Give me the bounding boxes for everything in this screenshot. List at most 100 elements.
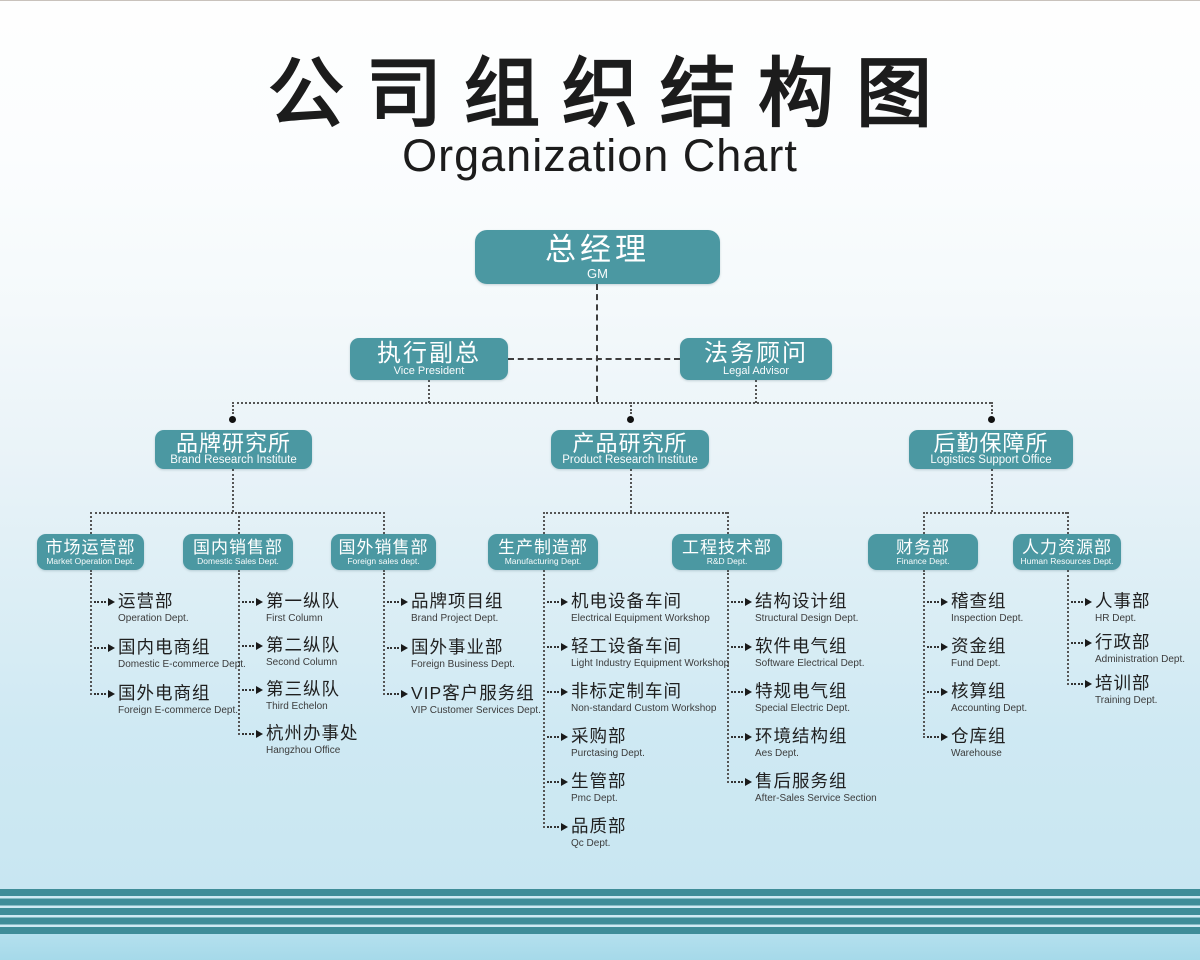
junction-dot-logistics (988, 416, 995, 423)
leaf-label-zh: 售后服务组 (755, 771, 848, 791)
node-brand-research-institute: 品牌研究所 Brand Research Institute (155, 430, 312, 469)
connector-gm-vertical (596, 284, 598, 402)
connector-vp-down (428, 380, 430, 403)
node-label-en: Finance Dept. (896, 555, 950, 566)
connector-logistics-down (991, 469, 993, 512)
leaf-label-en: Structural Design Dept. (755, 613, 859, 625)
stub-finance (923, 512, 925, 534)
leaf-label-zh: 国外事业部 (411, 637, 504, 657)
leaf-label-zh: 人事部 (1095, 591, 1151, 611)
connector-rail-logistics (923, 512, 1067, 514)
leaf-department-item: 环境结构组 Aes Dept. (731, 726, 877, 771)
leaf-department-item: 培训部 Training Dept. (1070, 673, 1185, 714)
leaf-department-item: 生管部 Pmc Dept. (546, 771, 729, 816)
leaf-department-item: 人事部 HR Dept. (1070, 591, 1185, 632)
leaf-label-zh: 核算组 (951, 681, 1007, 701)
stub-mfg (543, 512, 545, 534)
leaf-label-zh: 特规电气组 (755, 681, 848, 701)
stub-fsales (383, 512, 385, 534)
junction-dot-product (627, 416, 634, 423)
leaf-department-item: 杭州办事处 Hangzhou Office (242, 723, 359, 767)
leaf-department-item: 品质部 Qc Dept. (546, 816, 729, 861)
node-general-manager: 总经理 GM (475, 230, 720, 284)
leaf-label-en: Warehouse (951, 748, 1002, 760)
leaf-label-en: Inspection Dept. (951, 613, 1024, 625)
leaf-label-zh: 第二纵队 (266, 635, 340, 655)
leaf-label-en: Foreign E-commerce Dept. (118, 705, 239, 717)
leaf-label-zh: 采购部 (571, 726, 627, 746)
leaf-department-item: 轻工设备车间 Light Industry Equipment Workshop (546, 636, 729, 681)
leaf-department-item: 机电设备车间 Electrical Equipment Workshop (546, 591, 729, 636)
leaf-label-zh: 生管部 (571, 771, 627, 791)
leaf-label-en: Third Echelon (266, 701, 328, 713)
page-title-english: Organization Chart (402, 130, 798, 181)
node-label-en: Market Operation Dept. (46, 555, 135, 566)
node-domestic-sales-dept: 国内销售部 Domestic Sales Dept. (183, 534, 293, 570)
node-label-zh: 国内销售部 (193, 537, 283, 557)
leaf-label-en: HR Dept. (1095, 613, 1137, 625)
node-label-zh: 总经理 (545, 231, 650, 267)
leaf-list-rnd: 结构设计组 Structural Design Dept. 软件电气组 Soft… (731, 591, 877, 816)
leaf-department-item: 国外事业部 Foreign Business Dept. (387, 637, 611, 683)
leaf-department-item: 运营部 Operation Dept. (94, 591, 318, 637)
leaf-label-en: Electrical Equipment Workshop (571, 613, 710, 625)
stub-dsales (238, 512, 240, 534)
node-label-zh: 财务部 (896, 537, 950, 557)
leaf-department-item: 非标定制车间 Non-standard Custom Workshop (546, 681, 729, 726)
connector-legal-down (755, 380, 757, 403)
leaf-label-en: Foreign Business Dept. (411, 659, 515, 671)
leaf-label-zh: 品质部 (571, 816, 627, 836)
connector-stub-product (630, 402, 632, 414)
leaf-label-en: Qc Dept. (571, 838, 611, 850)
leaf-list-market-operation: 运营部 Operation Dept. 国内电商组 Domestic E-com… (94, 591, 318, 729)
spine-dsales (238, 570, 240, 735)
node-label-zh: 国外销售部 (338, 537, 429, 557)
leaf-label-zh: VIP客户服务组 (411, 683, 535, 703)
bottom-band-decoration (0, 934, 1200, 960)
connector-brand-down (232, 469, 234, 512)
leaf-label-zh: 行政部 (1095, 632, 1151, 652)
spine-rnd (727, 570, 729, 783)
connector-vp-legal (508, 358, 680, 360)
leaf-label-zh: 资金组 (951, 636, 1007, 656)
leaf-department-item: 品牌项目组 Brand Project Dept. (387, 591, 611, 637)
leaf-department-item: 资金组 Fund Dept. (926, 636, 1027, 681)
leaf-list-finance: 稽查组 Inspection Dept. 资金组 Fund Dept. 核算组 … (926, 591, 1028, 771)
connector-rail-level3 (232, 402, 991, 404)
leaf-label-zh: 结构设计组 (755, 591, 848, 611)
connector-rail-product (543, 512, 727, 514)
leaf-label-en: Hangzhou Office (266, 745, 341, 757)
node-vice-president: 执行副总 Vice President (350, 338, 508, 380)
leaf-label-en: Fund Dept. (951, 658, 1001, 670)
node-label-zh: 生产制造部 (498, 537, 588, 557)
leaf-label-zh: 国内电商组 (118, 637, 211, 657)
leaf-label-zh: 第三纵队 (266, 679, 340, 699)
junction-dot-brand (229, 416, 236, 423)
leaf-label-en: Software Electrical Dept. (755, 658, 865, 670)
node-finance-dept: 财务部 Finance Dept. (868, 534, 978, 570)
leaf-label-en: Accounting Dept. (951, 703, 1028, 715)
node-logistics-support-office: 后勤保障所 Logistics Support Office (909, 430, 1073, 469)
leaf-label-zh: 非标定制车间 (571, 681, 682, 701)
leaf-label-en: Purctasing Dept. (571, 748, 645, 760)
leaf-label-en: VIP Customer Services Dept. (411, 705, 541, 717)
leaf-list-hr: 人事部 HR Dept. 行政部 Administration Dept. 培训… (1070, 591, 1186, 714)
node-label-zh: 人力资源部 (1022, 537, 1112, 557)
node-product-research-institute: 产品研究所 Product Research Institute (551, 430, 709, 469)
leaf-label-en: First Column (266, 613, 323, 625)
stub-hr (1067, 512, 1069, 534)
leaf-label-zh: 软件电气组 (755, 636, 848, 656)
leaf-department-item: VIP客户服务组 VIP Customer Services Dept. (387, 683, 611, 729)
connector-product-down (630, 469, 632, 512)
node-label-en: Manufacturing Dept. (504, 555, 582, 566)
node-label-en: Product Research Institute (562, 454, 698, 467)
leaf-list-foreign-sales: 品牌项目组 Brand Project Dept. 国外事业部 Foreign … (387, 591, 611, 729)
leaf-department-item: 第三纵队 Third Echelon (242, 679, 359, 723)
leaf-label-en: Non-standard Custom Workshop (571, 703, 717, 715)
spine-fsales (383, 570, 385, 695)
leaf-label-zh: 国外电商组 (118, 683, 211, 703)
node-human-resources-dept: 人力资源部 Human Resources Dept. (1013, 534, 1121, 570)
leaf-department-item: 第一纵队 First Column (242, 591, 359, 635)
leaf-label-en: Administration Dept. (1095, 654, 1186, 666)
